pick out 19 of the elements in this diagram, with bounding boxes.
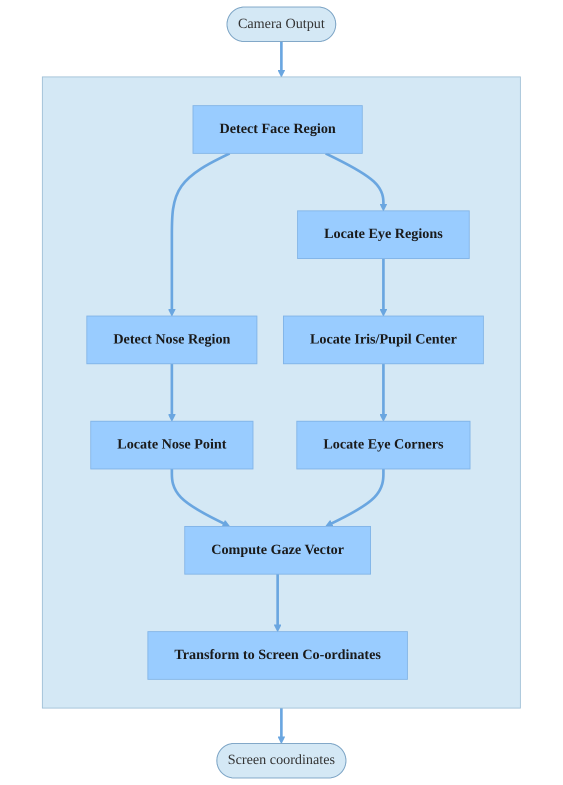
arrow	[278, 708, 286, 744]
arrow	[274, 574, 282, 632]
node-box: Locate Nose Point	[90, 420, 254, 470]
arrow	[380, 258, 388, 316]
arrow	[170, 468, 230, 527]
node-box: Locate Iris/Pupil Center	[283, 316, 484, 364]
cluster	[42, 76, 521, 709]
node-box: Compute Gaze Vector	[184, 526, 372, 575]
arrow	[380, 364, 388, 422]
node-box: Locate Eye Corners	[296, 420, 471, 470]
node-box: Detect Nose Region	[86, 316, 258, 364]
node-box: Locate Eye Regions	[297, 210, 470, 260]
arrow	[325, 468, 385, 527]
node-box: Detect Face Region	[192, 105, 363, 154]
arrow	[168, 152, 230, 316]
arrow	[325, 152, 388, 212]
arrow	[168, 364, 176, 422]
arrow	[278, 42, 286, 78]
node-box: Transform to Screen Co-ordinates	[148, 631, 408, 680]
